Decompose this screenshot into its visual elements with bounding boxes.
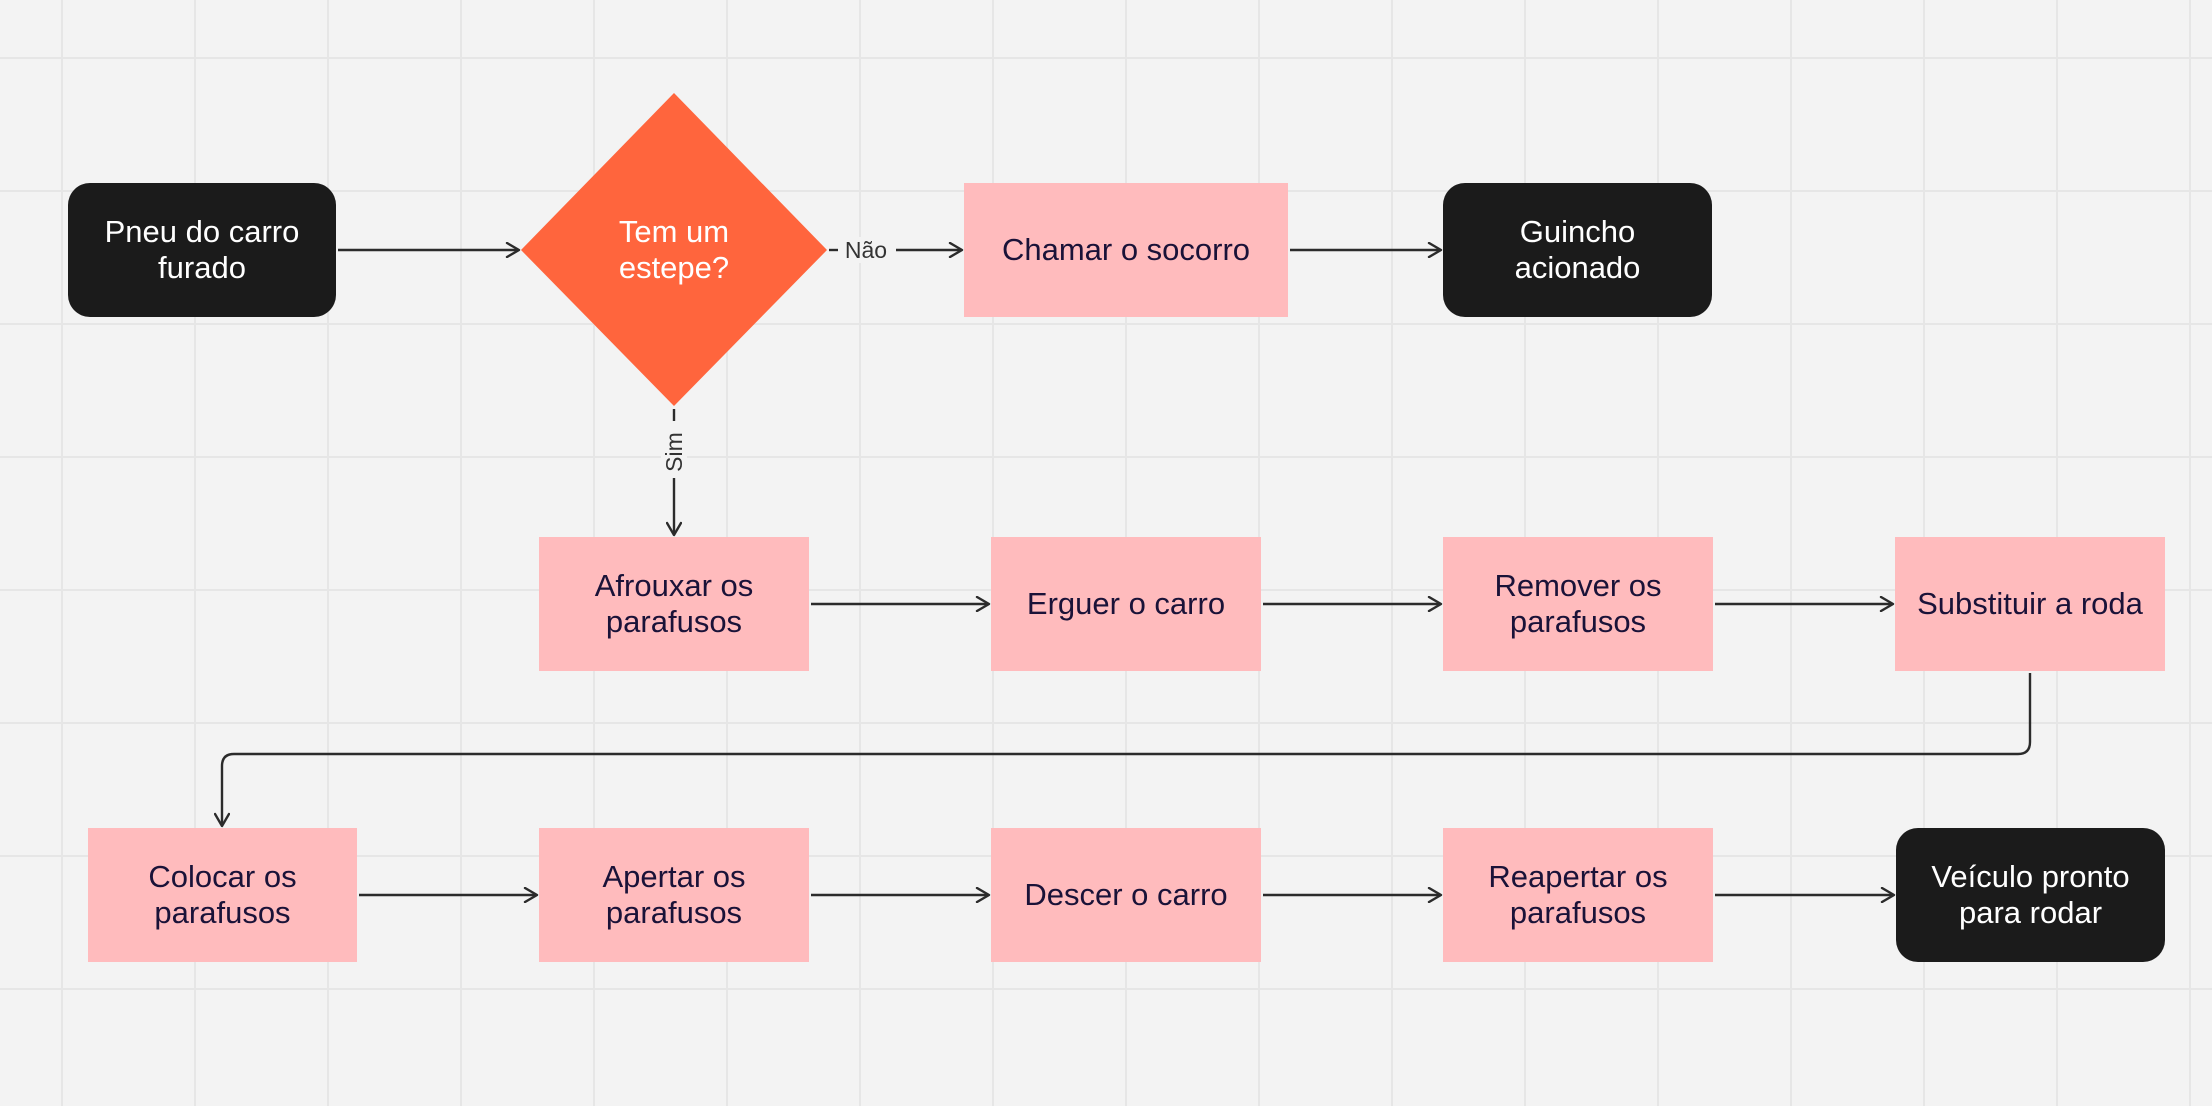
decision-diamond[interactable] [521, 93, 827, 406]
node-guincho-acionado-end[interactable]: Guincho acionado [1443, 183, 1712, 317]
node-erguer-carro[interactable]: Erguer o carro [991, 537, 1261, 671]
node-veiculo-pronto-end[interactable]: Veículo pronto para rodar [1896, 828, 2165, 962]
node-chamar-socorro[interactable]: Chamar o socorro [964, 183, 1288, 317]
node-substituir-roda[interactable]: Substituir a roda [1895, 537, 2165, 671]
node-colocar-parafusos[interactable]: Colocar os parafusos [88, 828, 357, 962]
node-pneu-furado-start[interactable]: Pneu do carro furado [68, 183, 336, 317]
node-afrouxar-parafusos[interactable]: Afrouxar os parafusos [539, 537, 809, 671]
node-remover-parafusos[interactable]: Remover os parafusos [1443, 537, 1713, 671]
edge-label-sim: Sim [661, 429, 687, 475]
node-reapertar-parafusos[interactable]: Reapertar os parafusos [1443, 828, 1713, 962]
edge-substituir-to-colocar[interactable] [222, 673, 2032, 826]
edge-label-nao: Não [842, 237, 890, 263]
node-apertar-parafusos[interactable]: Apertar os parafusos [539, 828, 809, 962]
node-descer-carro[interactable]: Descer o carro [991, 828, 1261, 962]
node-tem-estepe-decision-label[interactable]: Tem um estepe? [618, 214, 730, 285]
